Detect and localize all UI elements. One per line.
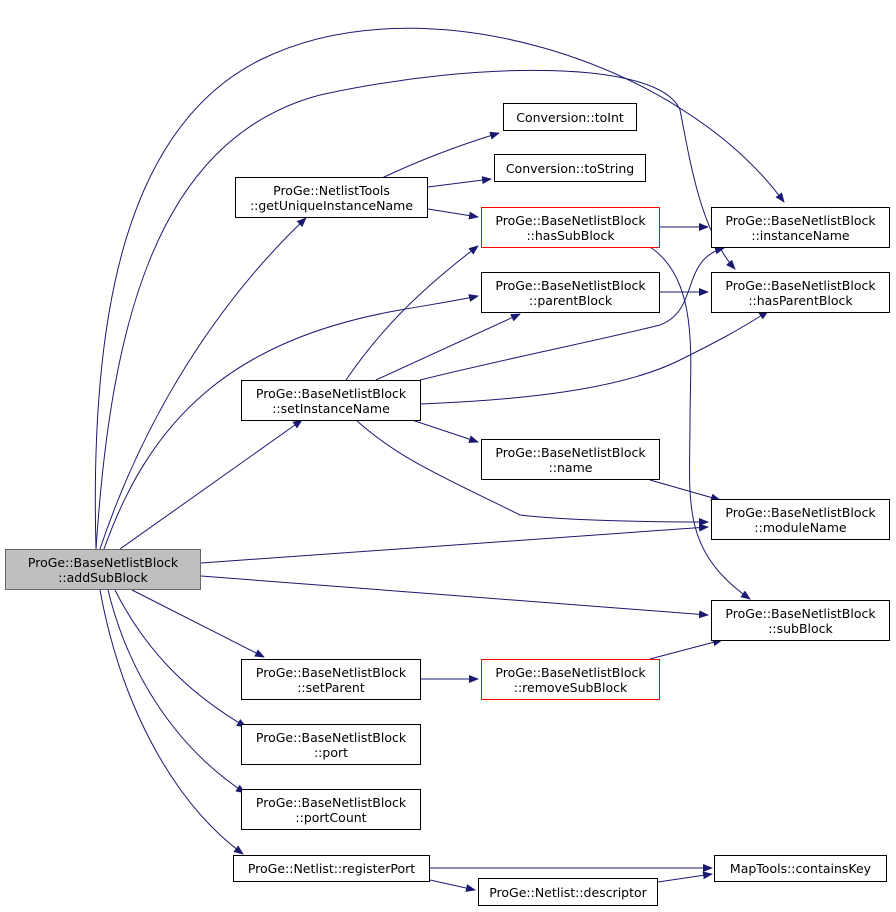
- node-portCount-line1: ProGe::BaseNetlistBlock: [255, 794, 407, 810]
- node-subBlock[interactable]: ProGe::BaseNetlistBlock ::subBlock: [711, 600, 890, 641]
- node-setInstanceName-line1: ProGe::BaseNetlistBlock: [255, 385, 407, 401]
- node-addSubBlock-line2: ::addSubBlock: [58, 569, 148, 585]
- edge-setInstanceName-parentBlock: [375, 313, 521, 381]
- node-toString-line1: Conversion::toString: [505, 160, 635, 176]
- edge-addSubBlock-registerPort: [99, 589, 244, 855]
- edge-getUniqueInstanceName-hasSubBlock: [427, 208, 479, 220]
- node-registerPort-line1: ProGe::Netlist::registerPort: [247, 861, 416, 876]
- node-parentBlock[interactable]: ProGe::BaseNetlistBlock ::parentBlock: [481, 272, 660, 313]
- node-containsKey-line1: MapTools::containsKey: [729, 861, 872, 876]
- node-toInt[interactable]: Conversion::toInt: [503, 103, 637, 131]
- edge-addSubBlock-subBlock: [200, 575, 709, 619]
- edge-setInstanceName-moduleName: [355, 419, 709, 526]
- edge-getUniqueInstanceName-toInt: [381, 131, 500, 179]
- node-descriptor-line1: ProGe::Netlist::descriptor: [489, 884, 647, 900]
- node-toString[interactable]: Conversion::toString: [494, 154, 646, 182]
- edge-addSubBlock-getUniqueInstanceName: [99, 217, 307, 550]
- node-name-line1: ProGe::BaseNetlistBlock: [495, 444, 646, 460]
- edge-setInstanceName-hasSubBlock: [345, 245, 479, 381]
- node-moduleName[interactable]: ProGe::BaseNetlistBlock ::moduleName: [711, 499, 890, 540]
- node-port[interactable]: ProGe::BaseNetlistBlock ::port: [241, 724, 421, 765]
- node-addSubBlock: ProGe::BaseNetlistBlock ::addSubBlock: [5, 549, 201, 590]
- node-descriptor[interactable]: ProGe::Netlist::descriptor: [478, 878, 658, 906]
- node-containsKey[interactable]: MapTools::containsKey: [714, 855, 887, 882]
- node-getUniqueInstanceName-line1: ProGe::NetlistTools: [273, 182, 390, 198]
- node-setParent-line1: ProGe::BaseNetlistBlock: [255, 664, 407, 680]
- edge-addSubBlock-instanceName: [94, 27, 785, 550]
- node-port-line1: ProGe::BaseNetlistBlock: [255, 729, 407, 745]
- node-instanceName-line1: ProGe::BaseNetlistBlock: [725, 212, 876, 228]
- node-hasSubBlock-line1: ProGe::BaseNetlistBlock: [495, 212, 646, 228]
- node-hasSubBlock-line2: ::hasSubBlock: [526, 227, 615, 243]
- edge-addSubBlock-hasParentBlock: [95, 69, 736, 550]
- node-parentBlock-line2: ::parentBlock: [528, 292, 613, 308]
- edge-setInstanceName-instanceName: [419, 246, 725, 381]
- node-name[interactable]: ProGe::BaseNetlistBlock ::name: [481, 439, 660, 480]
- node-setParent[interactable]: ProGe::BaseNetlistBlock ::setParent: [241, 659, 421, 700]
- node-portCount[interactable]: ProGe::BaseNetlistBlock ::portCount: [241, 789, 421, 830]
- node-portCount-line2: ::portCount: [295, 809, 367, 825]
- node-getUniqueInstanceName[interactable]: ProGe::NetlistTools ::getUniqueInstanceN…: [235, 177, 428, 218]
- node-hasSubBlock[interactable]: ProGe::BaseNetlistBlock ::hasSubBlock: [481, 207, 660, 248]
- node-instanceName[interactable]: ProGe::BaseNetlistBlock ::instanceName: [711, 207, 890, 248]
- edge-addSubBlock-portCount: [107, 589, 246, 794]
- node-instanceName-line2: ::instanceName: [751, 227, 850, 243]
- edge-setInstanceName-name: [411, 419, 479, 443]
- edge-addSubBlock-port: [114, 589, 247, 728]
- node-toInt-line1: Conversion::toInt: [516, 109, 624, 125]
- node-moduleName-line1: ProGe::BaseNetlistBlock: [725, 504, 876, 520]
- edge-registerPort-descriptor: [429, 879, 476, 892]
- edge-addSubBlock-setParent: [131, 589, 265, 658]
- node-subBlock-line1: ProGe::BaseNetlistBlock: [725, 605, 876, 621]
- node-removeSubBlock-line1: ProGe::BaseNetlistBlock: [495, 664, 646, 680]
- node-registerPort[interactable]: ProGe::Netlist::registerPort: [233, 855, 430, 882]
- node-subBlock-line2: ::subBlock: [768, 620, 833, 636]
- node-moduleName-line2: ::moduleName: [754, 519, 847, 535]
- node-removeSubBlock-line2: ::removeSubBlock: [513, 679, 628, 695]
- node-hasParentBlock-line1: ProGe::BaseNetlistBlock: [725, 277, 876, 293]
- node-addSubBlock-line1: ProGe::BaseNetlistBlock: [27, 554, 179, 570]
- node-parentBlock-line1: ProGe::BaseNetlistBlock: [495, 277, 646, 293]
- edge-hasSubBlock-subBlock: [649, 246, 751, 600]
- node-hasParentBlock[interactable]: ProGe::BaseNetlistBlock ::hasParentBlock: [711, 272, 890, 313]
- edge-addSubBlock-setInstanceName: [119, 419, 303, 550]
- edge-addSubBlock-moduleName: [200, 523, 709, 564]
- node-getUniqueInstanceName-line2: ::getUniqueInstanceName: [249, 197, 414, 213]
- node-removeSubBlock[interactable]: ProGe::BaseNetlistBlock ::removeSubBlock: [481, 659, 660, 700]
- node-port-line2: ::port: [313, 744, 349, 760]
- node-hasParentBlock-line2: ::hasParentBlock: [748, 292, 853, 308]
- edge-removeSubBlock-subBlock: [649, 638, 723, 660]
- edge-setInstanceName-hasParentBlock: [419, 310, 769, 405]
- node-setInstanceName-line2: ::setInstanceName: [272, 400, 390, 416]
- edge-getUniqueInstanceName-toString: [427, 176, 492, 188]
- node-setParent-line2: ::setParent: [297, 679, 365, 695]
- edge-name-moduleName: [649, 479, 721, 502]
- edge-descriptor-containsKey: [657, 871, 713, 883]
- node-name-line2: ::name: [548, 459, 593, 475]
- edge-addSubBlock-parentBlock: [103, 294, 479, 550]
- node-setInstanceName[interactable]: ProGe::BaseNetlistBlock ::setInstanceNam…: [241, 380, 421, 421]
